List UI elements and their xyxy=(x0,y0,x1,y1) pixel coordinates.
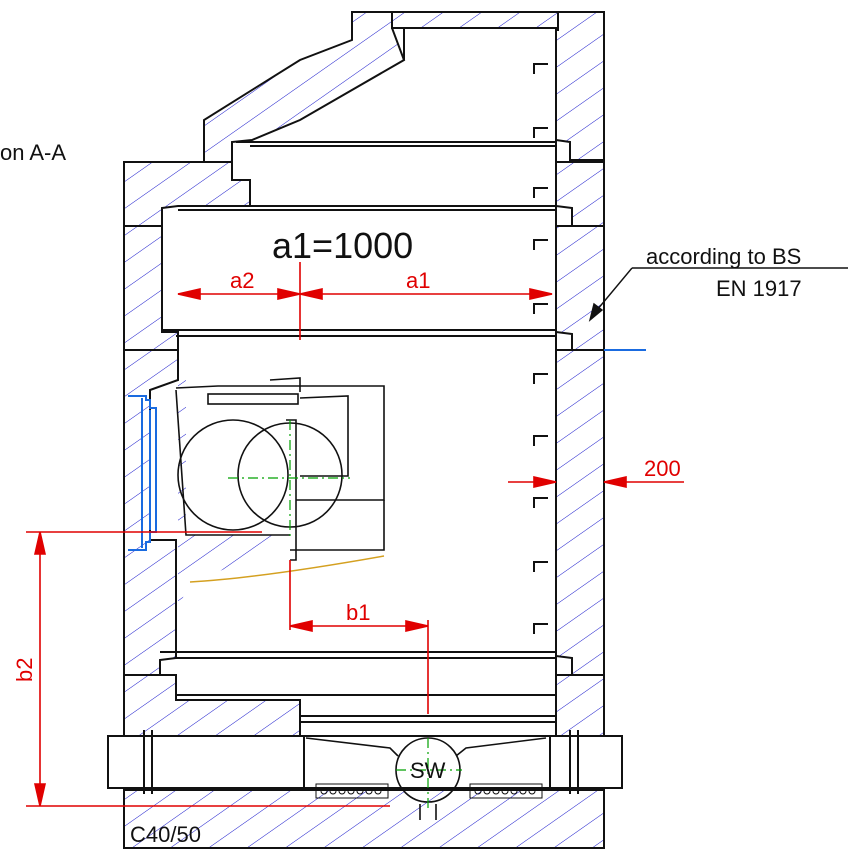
gravel-bed xyxy=(315,783,543,799)
centerlines xyxy=(228,420,462,810)
cover-frame xyxy=(391,11,559,29)
gully-insert xyxy=(175,377,385,561)
outlet-label: SW xyxy=(410,758,446,783)
left-ring-upper xyxy=(123,161,251,227)
note-leader xyxy=(588,267,848,322)
left-wall-middle xyxy=(123,225,179,351)
right-ring-upper xyxy=(555,161,605,227)
section-label: on A-A xyxy=(0,140,66,165)
inlet-pipe xyxy=(128,395,157,551)
base-right xyxy=(555,674,605,737)
dimensions xyxy=(26,262,684,807)
base-left xyxy=(123,674,301,737)
note-line-2: EN 1917 xyxy=(716,276,802,301)
dim-a2-label: a2 xyxy=(230,268,254,293)
step-irons xyxy=(533,30,557,700)
right-wall-middle xyxy=(555,225,605,351)
ring-joints xyxy=(160,27,556,723)
dim-a1-label: a1 xyxy=(406,268,430,293)
dim-b1-label: b1 xyxy=(346,600,370,625)
right-wall-lower xyxy=(555,349,605,676)
bottom-slab xyxy=(123,789,605,849)
note-line-1: according to BS xyxy=(646,244,801,269)
main-dimension-label: a1=1000 xyxy=(272,225,413,266)
bottom-pipes xyxy=(107,730,623,794)
cover-slab-left xyxy=(203,11,406,163)
dim-wall-label: 200 xyxy=(644,456,681,481)
concrete-walls xyxy=(123,11,605,849)
upper-right-wall xyxy=(555,11,605,161)
dim-b2-label: b2 xyxy=(12,658,37,682)
benching-left xyxy=(178,380,290,610)
flow-line xyxy=(189,555,385,583)
concrete-grade-label: C40/50 xyxy=(130,822,201,847)
